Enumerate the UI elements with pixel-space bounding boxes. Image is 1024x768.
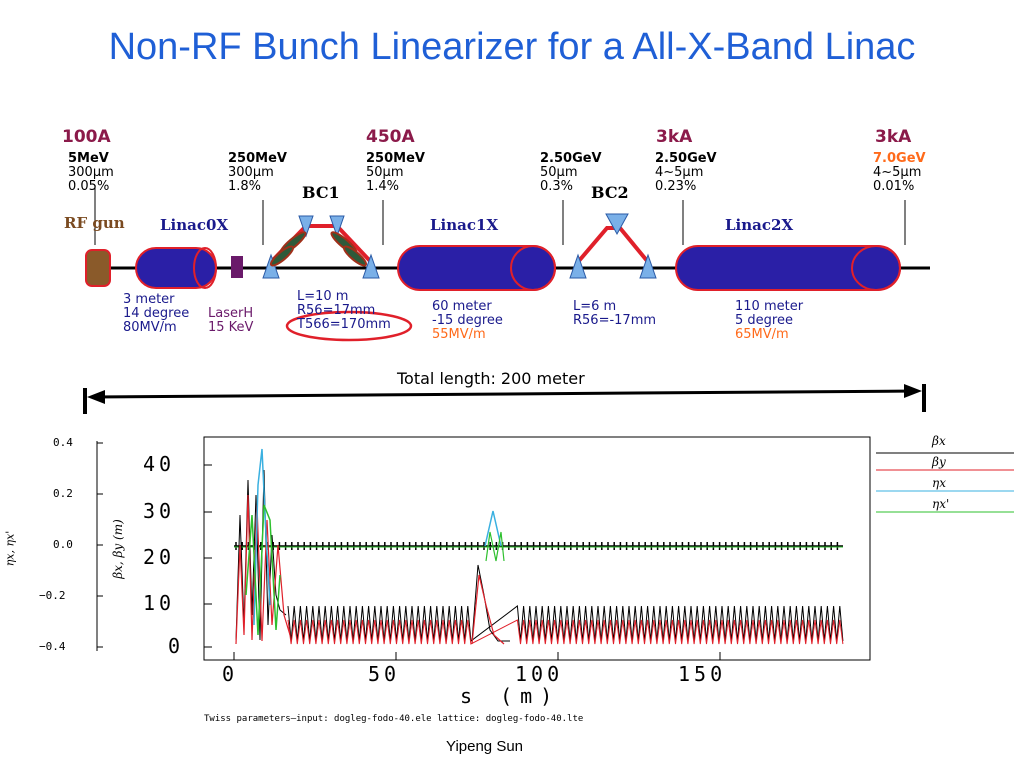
bc2-label: BC2 — [591, 183, 629, 202]
bc1-chicane — [262, 215, 380, 279]
eta-prime-bc2 — [485, 531, 505, 562]
beta-x-oscillation — [287, 605, 844, 642]
current-label: 3kA — [875, 127, 912, 147]
mid-axis-label: βx, βy (m) — [110, 519, 125, 579]
current-label: 100A — [62, 127, 111, 147]
left-tick-label: 0.2 — [53, 487, 73, 500]
bc1-label: BC1 — [302, 183, 340, 202]
legend-beta-x: βx — [932, 434, 946, 448]
beamline-diagram — [83, 188, 930, 414]
mid-axis-ticks — [204, 464, 212, 648]
slide-title: Non-RF Bunch Linearizer for a All-X-Band… — [108, 26, 916, 68]
author-footer: Yipeng Sun — [446, 738, 524, 755]
twiss-plot — [96, 436, 1014, 661]
beta-y-bc2 — [471, 574, 505, 645]
left-axis-label: ηx, ηx' — [3, 530, 17, 567]
legend-eta-x: ηx — [932, 476, 946, 490]
beta-y-initial — [235, 494, 291, 645]
eta-x-bc2 — [484, 510, 502, 547]
x-axis-label: s (m) — [460, 684, 561, 708]
x-tick-label: 150 — [678, 662, 727, 686]
left-tick-label: 0.0 — [53, 538, 73, 551]
left-axis-ticks — [97, 442, 103, 648]
linac1x-cavity — [397, 245, 556, 291]
x-tick-label: 100 — [515, 662, 564, 686]
plot-caption: Twiss parameters—input: dogleg-fodo-40.e… — [204, 714, 584, 724]
eta-flat-line — [234, 542, 843, 550]
left-tick-label: −0.2 — [39, 589, 66, 602]
x-tick-label: 0 — [222, 662, 239, 686]
mid-tick-label: 40 — [143, 452, 176, 476]
laser-heater — [231, 256, 243, 278]
twiss-curves — [234, 448, 844, 645]
total-length-label: Total length: 200 meter — [397, 369, 585, 388]
left-tick-label: 0.4 — [53, 436, 73, 449]
beta-y-oscillation — [287, 619, 844, 645]
plot-frame — [203, 436, 871, 661]
mid-tick-label: 0 — [168, 634, 185, 658]
legend — [876, 452, 1014, 513]
rf-gun-label: RF gun — [64, 214, 125, 232]
legend-eta-x-prime: ηx' — [932, 497, 950, 511]
x-axis-ticks — [233, 652, 721, 660]
linac0x-cavity — [135, 247, 217, 289]
eta-prime-initial — [245, 504, 281, 636]
total-length-arrow — [83, 384, 926, 414]
mid-tick-label: 30 — [143, 499, 176, 523]
legend-beta-y: βy — [932, 455, 946, 469]
current-label: 450A — [366, 127, 415, 147]
mid-tick-label: 20 — [143, 545, 176, 569]
linac2x-cavity — [675, 245, 901, 291]
eta-x-initial — [253, 448, 271, 626]
linac0x-label: Linac0X — [160, 216, 229, 234]
current-label: 3kA — [656, 127, 693, 147]
t566-highlight — [285, 310, 413, 342]
left-tick-label: −0.4 — [39, 640, 66, 653]
x-tick-label: 50 — [368, 662, 401, 686]
mid-tick-label: 10 — [143, 591, 176, 615]
bc2-chicane — [569, 213, 657, 279]
linac1x-label: Linac1X — [430, 216, 499, 234]
linac2x-label: Linac2X — [725, 216, 794, 234]
rf-gun-shape — [85, 249, 111, 287]
beta-x-bc2 — [471, 564, 510, 642]
